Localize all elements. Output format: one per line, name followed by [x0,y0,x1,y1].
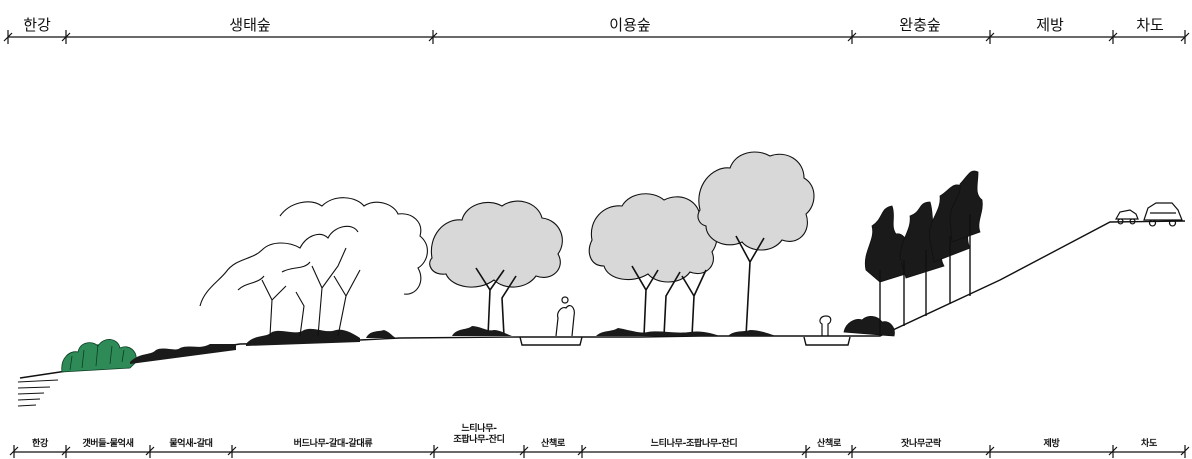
bottom-dimension-line [9,445,1190,458]
zone-label-ecoforest: 생태숲 [229,16,271,34]
reed-bed-cluster [61,339,137,373]
bottom-label-birch: 버드나무-갈대-갈대류 [293,439,373,449]
canopy-2 [588,193,718,283]
buffer-forest-trunks [879,214,971,336]
person-1 [555,296,575,337]
car-small [1114,209,1139,225]
car-large [1143,202,1183,227]
road-vehicles [1114,202,1183,227]
path-depression-1 [519,336,583,346]
zone-label-roadway: 차도 [1136,16,1164,34]
slope-shrubs [130,328,396,364]
person-figures [555,296,832,337]
zone-label-hangang: 한강 [23,16,51,34]
use-forest-canopies [429,151,815,288]
use-forest-trunks [475,235,765,337]
bottom-label-levee: 제방 [1043,439,1060,449]
canopy-3 [697,151,815,251]
zone-label-useforest: 이용숲 [609,16,651,34]
bottom-label-reed1: 갯버들-물억새 [82,439,134,449]
zone-label-bufferforest: 완충숲 [899,16,941,34]
person-2 [819,315,832,336]
top-dimension-line [3,30,1190,44]
bottom-label-pine: 잣나무군락 [901,439,941,449]
eco-forest-trees [199,197,428,337]
bottom-label-path2: 산책로 [817,439,841,449]
canopy-1 [429,200,563,288]
buffer-forest-conifers [843,170,983,337]
path-depression-2 [803,336,851,346]
bottom-label-zelkova2: 느티나무-조팝나무-잔디 [650,439,738,449]
bottom-label-road: 차도 [1141,439,1157,449]
bottom-label-hangang: 한강 [32,439,48,449]
bottom-tick-marks [9,445,1190,458]
bottom-label-zelkova1: 느티나무- 조팝나무-잔디 [453,424,505,445]
use-forest-groundcover [452,326,776,336]
river-water-lines [17,379,59,407]
top-tick-marks [3,30,1190,44]
zone-label-levee: 제방 [1036,16,1064,34]
bottom-label-path1: 산책로 [541,439,565,449]
bottom-label-reed2: 물억새-갈대 [169,439,213,449]
